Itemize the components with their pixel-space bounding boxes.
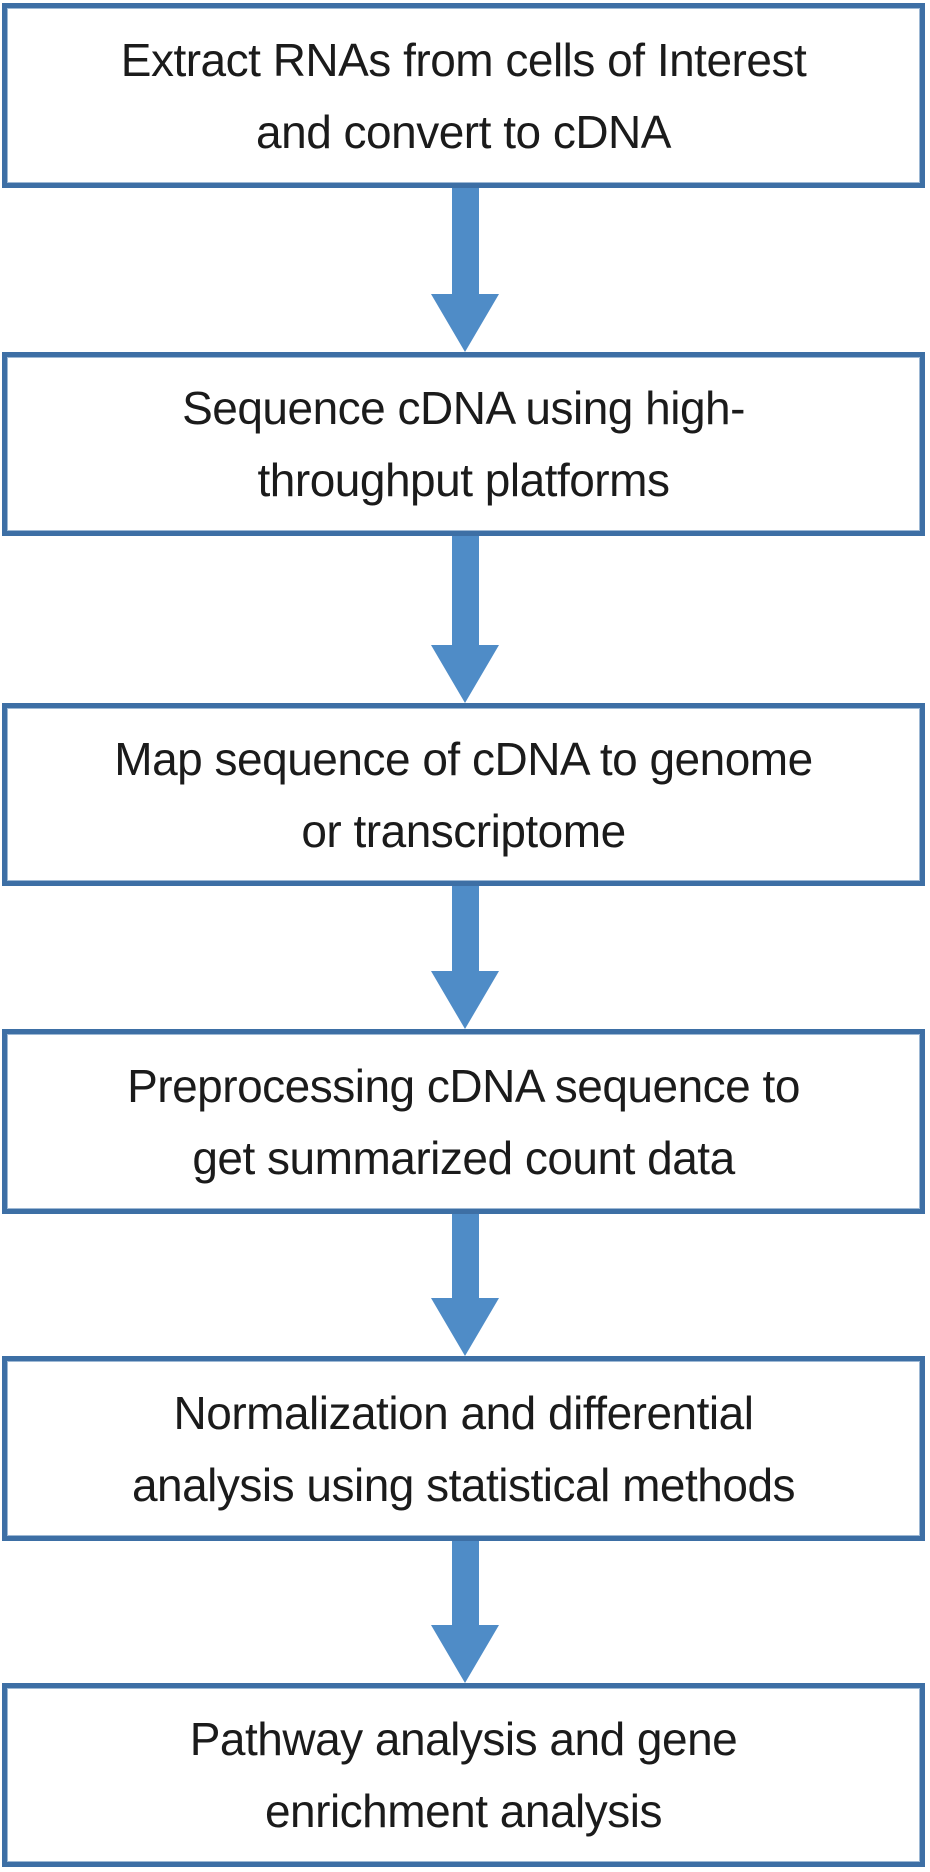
arrow-shaft [451, 1541, 479, 1625]
arrow-shaft [451, 886, 479, 971]
down-arrow-icon [0, 188, 930, 352]
flow-step-label: Preprocessing cDNA sequence to get summa… [127, 1059, 800, 1184]
flow-step-normalization: Normalization and differential analysis … [2, 1356, 925, 1541]
flow-step-pathway-analysis: Pathway analysis and gene enrichment ana… [2, 1683, 925, 1867]
flow-step-preprocessing: Preprocessing cDNA sequence to get summa… [2, 1029, 925, 1214]
down-arrow-icon [0, 1541, 930, 1683]
arrow-shaft [451, 1214, 479, 1298]
flow-step-label: Pathway analysis and gene enrichment ana… [189, 1713, 738, 1837]
flow-step-label: Sequence cDNA using high- throughput pla… [182, 382, 745, 506]
arrow-head [431, 294, 499, 352]
arrow-shaft [451, 188, 479, 294]
flow-step-sequence-cdna: Sequence cDNA using high- throughput pla… [2, 352, 925, 536]
flow-step-label: Extract RNAs from cells of Interest and … [120, 33, 807, 158]
down-arrow-icon [0, 886, 930, 1029]
flow-step-map-sequence: Map sequence of cDNA to genome or transc… [2, 703, 925, 886]
arrow-head [431, 971, 499, 1029]
down-arrow-icon [0, 536, 930, 703]
arrow-head [431, 645, 499, 703]
flow-step-label: Map sequence of cDNA to genome or transc… [114, 732, 813, 857]
flow-step-extract-rna: Extract RNAs from cells of Interest and … [2, 3, 925, 188]
down-arrow-icon [0, 1214, 930, 1356]
arrow-head [431, 1625, 499, 1683]
arrow-head [431, 1298, 499, 1356]
arrow-shaft [451, 536, 479, 645]
flow-step-label: Normalization and differential analysis … [131, 1386, 796, 1511]
